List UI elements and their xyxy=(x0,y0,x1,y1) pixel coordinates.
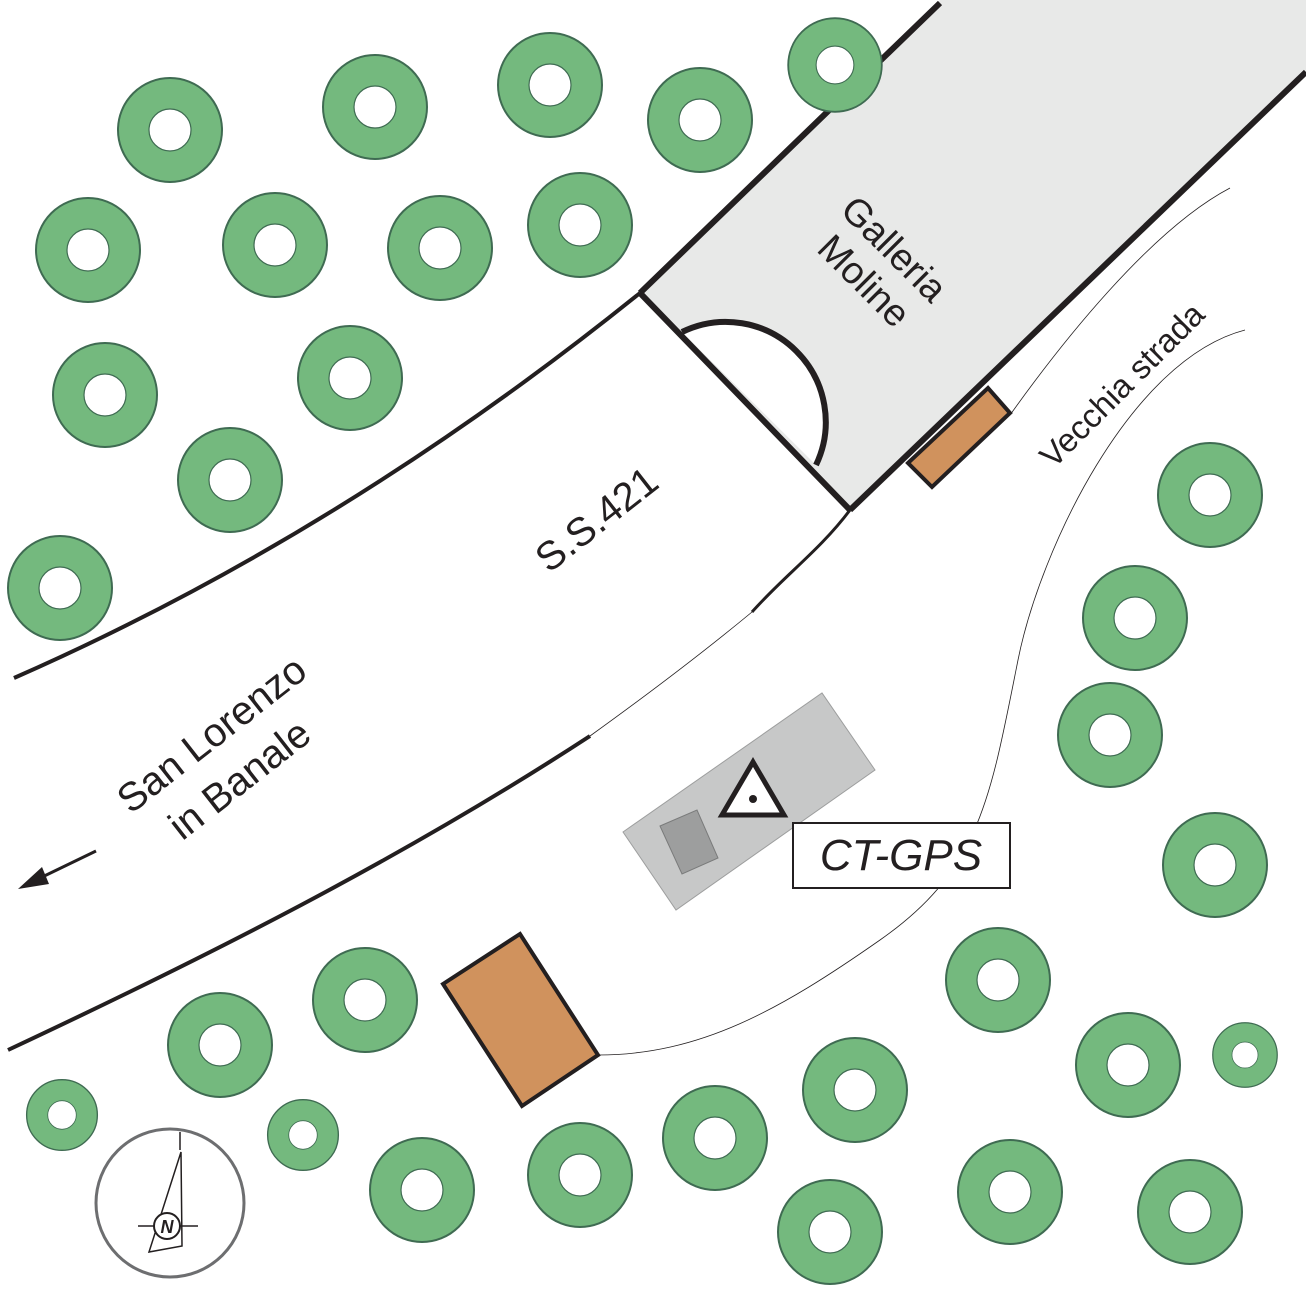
tree-icon xyxy=(662,1085,768,1191)
tree-icon xyxy=(1137,1159,1243,1265)
road-label: S.S.421 xyxy=(527,459,666,581)
tree-icon xyxy=(25,1078,99,1152)
station-label: CT-GPS xyxy=(820,831,982,880)
old-road-edge-south xyxy=(597,329,1246,1056)
old-road-label: Vecchia strada xyxy=(1032,295,1212,475)
tree-icon xyxy=(297,325,403,431)
building-large xyxy=(440,931,601,1109)
direction-arrow-icon xyxy=(18,849,97,889)
tree-icon xyxy=(787,17,883,113)
road-edge-south-a xyxy=(750,509,852,613)
tree-icon xyxy=(527,1122,633,1228)
tree-icon xyxy=(167,992,273,1098)
tree-icon xyxy=(177,427,283,533)
tree-icon xyxy=(527,172,633,278)
tree-icon xyxy=(777,1179,883,1285)
tunnel-wall-left xyxy=(637,0,943,296)
tree-icon xyxy=(266,1098,340,1172)
tunnel-portal xyxy=(637,290,853,513)
tree-icon xyxy=(647,67,753,173)
tree-icon xyxy=(1075,1012,1181,1118)
tree-icon xyxy=(222,192,328,298)
building-small xyxy=(905,385,1013,490)
old-road-edge-north xyxy=(1009,187,1231,416)
tree-icon xyxy=(945,927,1051,1033)
tree-icon xyxy=(1212,1022,1278,1088)
instrument-box xyxy=(659,809,719,875)
station-label-box xyxy=(792,822,1011,889)
tree-icon xyxy=(1057,682,1163,788)
gps-station-triangle-icon xyxy=(717,757,789,818)
tree-icon xyxy=(957,1139,1063,1245)
tree-icon xyxy=(802,1037,908,1143)
tree-icon xyxy=(387,195,493,301)
tree-icon xyxy=(497,32,603,138)
tree-icon xyxy=(117,77,223,183)
road-edge-south-c xyxy=(7,734,592,1052)
tree-icon xyxy=(1162,812,1268,918)
north-compass-icon: N xyxy=(94,1127,246,1279)
tree-icon xyxy=(322,54,428,160)
tree-icon xyxy=(1082,565,1188,671)
tree-icon xyxy=(35,197,141,303)
tree-icon xyxy=(369,1137,475,1243)
tree-icon xyxy=(312,947,418,1053)
road-edge-north xyxy=(13,291,642,680)
tree-icon xyxy=(7,535,113,641)
tunnel-arch xyxy=(680,319,829,467)
tree-icon xyxy=(52,342,158,448)
road-edge-south-b xyxy=(589,611,753,737)
tunnel-wall-right xyxy=(847,69,1306,513)
north-label: N xyxy=(161,1217,175,1237)
tree-icon xyxy=(1157,442,1263,548)
